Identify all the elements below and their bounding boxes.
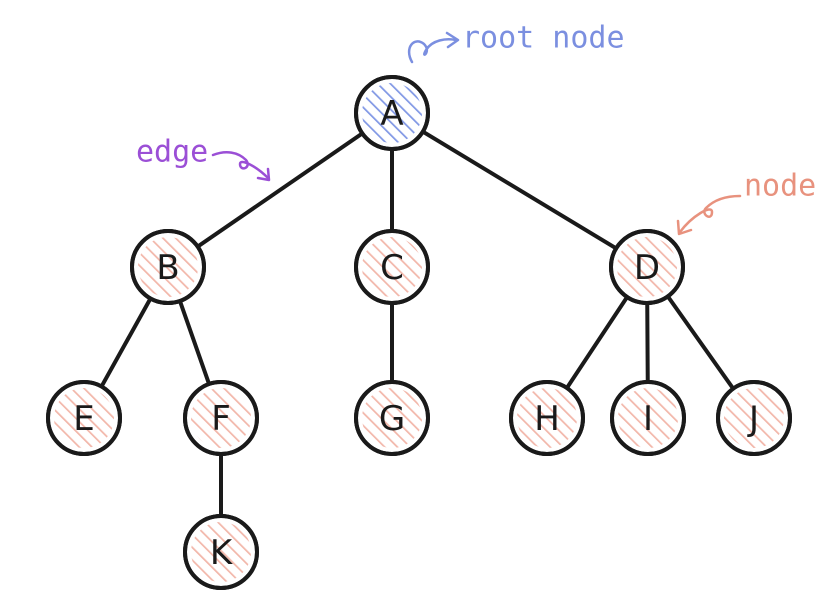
edge-a-b: [166, 111, 394, 269]
node-hatch-g: [362, 388, 422, 448]
edge-a-d: [390, 111, 649, 269]
node-b: B: [130, 229, 206, 305]
node-label-f: F: [211, 399, 231, 439]
node-label-d: D: [634, 248, 660, 288]
edge-annotation: edge: [136, 135, 271, 182]
node-label-e: E: [73, 399, 94, 439]
node-label-b: B: [156, 248, 179, 288]
node-j: J: [716, 380, 792, 456]
node-hatch-d: [617, 237, 677, 297]
edge-label: edge: [136, 135, 208, 170]
node-g: G: [354, 380, 430, 456]
node-i: I: [610, 380, 686, 456]
root-node-label: root node: [462, 21, 625, 56]
node-a: A: [354, 75, 430, 151]
node-annotation-arrow: [678, 194, 742, 234]
node-hatch-e: [54, 388, 114, 448]
node-ring-b: [130, 229, 206, 305]
node-label-i: I: [643, 399, 653, 439]
node-label: node: [744, 169, 816, 204]
node-ring-c: [354, 229, 430, 305]
node-label-a: A: [380, 94, 403, 134]
node-f: F: [183, 380, 259, 456]
node-annotation: node: [676, 169, 816, 236]
root-annotation-arrowhead: [445, 31, 460, 49]
node-hatch-b: [138, 237, 198, 297]
node-d: D: [609, 229, 685, 305]
node-c: C: [354, 229, 430, 305]
edge-annotation-arrow: [211, 151, 270, 180]
node-ring-d: [609, 229, 685, 305]
node-ring-i: [610, 380, 686, 456]
node-ring-f: [183, 380, 259, 456]
node-k: K: [183, 514, 259, 590]
node-hatch-h: [517, 388, 577, 448]
node-hatch-j: [724, 388, 784, 448]
node-hatch-c: [362, 237, 422, 297]
edges-layer: [82, 111, 756, 554]
node-label-k: K: [210, 533, 234, 573]
root-annotation-arrow: [407, 38, 458, 64]
node-hatch-k: [191, 522, 251, 582]
node-label-h: H: [534, 399, 560, 439]
node-h: H: [509, 380, 585, 456]
node-hatch-f: [191, 388, 251, 448]
node-ring-k: [183, 514, 259, 590]
node-ring-e: [46, 380, 122, 456]
node-ring-j: [716, 380, 792, 456]
node-label-g: G: [379, 399, 405, 439]
node-ring-g: [354, 380, 430, 456]
node-ring-h: [509, 380, 585, 456]
node-hatch-a: [362, 83, 422, 143]
nodes-layer: A B C D E F G H I J K: [46, 75, 792, 590]
node-annotation-arrowhead: [676, 219, 693, 236]
node-e: E: [46, 380, 122, 456]
node-hatch-i: [618, 388, 678, 448]
node-label-c: C: [380, 248, 404, 288]
node-label-j: J: [747, 399, 759, 439]
node-ring-a: [354, 75, 430, 151]
root-node-annotation: root node: [407, 21, 625, 64]
edge-annotation-arrowhead: [256, 167, 271, 182]
